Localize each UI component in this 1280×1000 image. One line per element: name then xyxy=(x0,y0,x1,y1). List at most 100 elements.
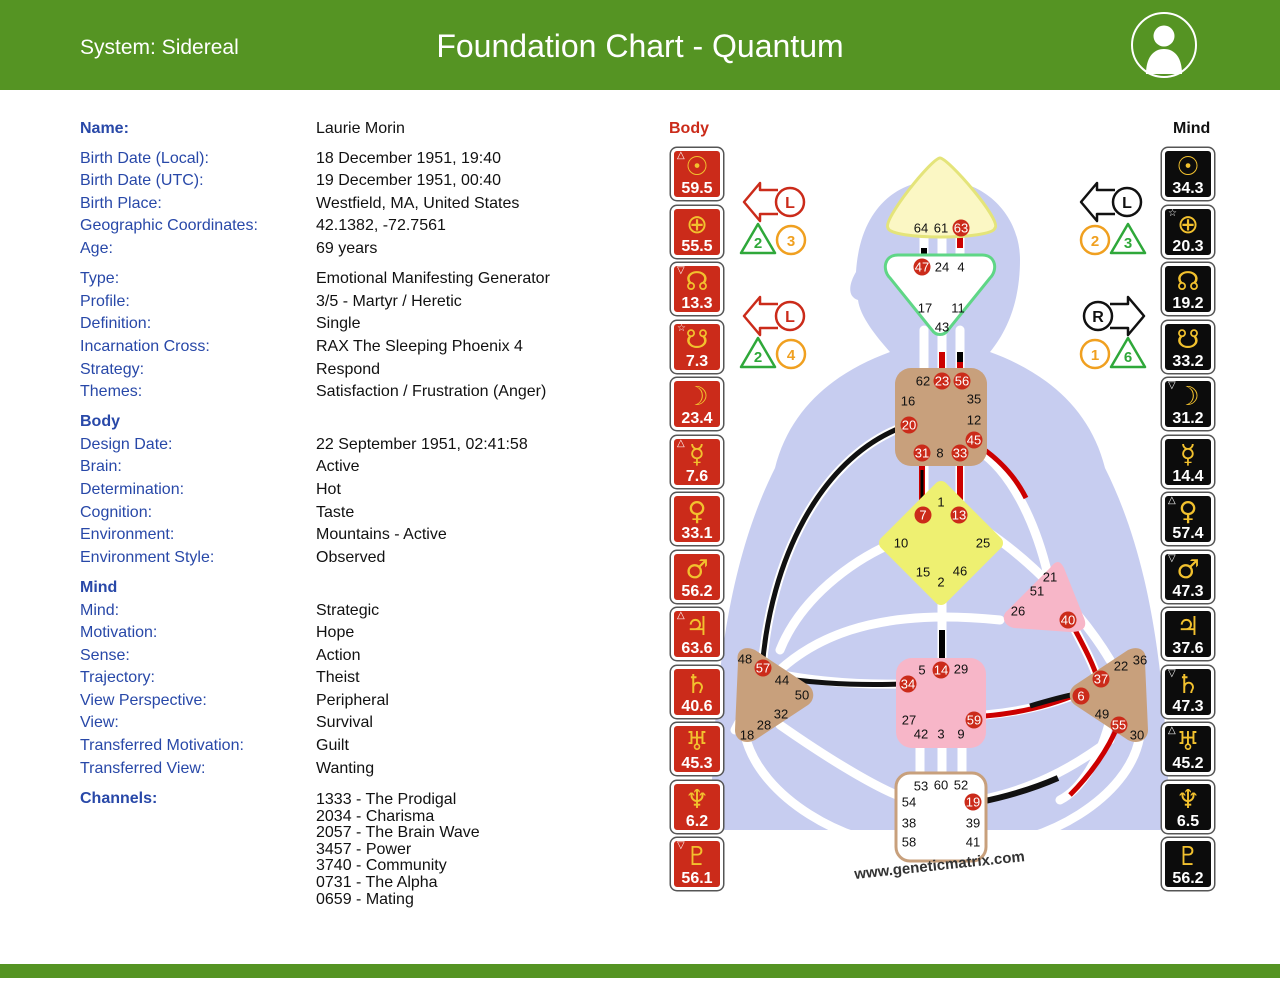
planet-box-uranus[interactable]: △♅45.2 xyxy=(1162,723,1214,775)
gate-label[interactable]: 34 xyxy=(901,677,915,692)
planet-box-saturn[interactable]: ▽♄47.3 xyxy=(1162,665,1214,718)
gate-label[interactable]: 5 xyxy=(918,663,925,678)
gate-label[interactable]: 23 xyxy=(935,374,949,389)
gate-label[interactable]: 42 xyxy=(914,727,928,742)
gate-label[interactable]: 16 xyxy=(901,394,915,409)
gate-label[interactable]: 25 xyxy=(976,536,990,551)
planet-box-south-node[interactable]: ☆☋7.3 xyxy=(671,320,723,373)
planet-box-north-node[interactable]: ▽☊13.3 xyxy=(671,263,723,315)
info-label: Profile: xyxy=(80,293,130,310)
gate-label[interactable]: 63 xyxy=(954,221,968,236)
gate-label[interactable]: 15 xyxy=(916,565,930,580)
planet-box-neptune[interactable]: ♆6.5 xyxy=(1162,780,1214,833)
gate-label[interactable]: 27 xyxy=(902,713,916,728)
channel-item: 2034 - Charisma xyxy=(316,807,435,825)
gate-label[interactable]: 3 xyxy=(937,727,944,742)
gate-label[interactable]: 1 xyxy=(937,495,944,510)
gate-label[interactable]: 35 xyxy=(967,392,981,407)
gate-label[interactable]: 9 xyxy=(957,727,964,742)
user-avatar-icon[interactable] xyxy=(1131,12,1197,78)
gate-label[interactable]: 39 xyxy=(966,816,980,831)
planet-box-mercury[interactable]: ☿14.4 xyxy=(1162,435,1214,488)
planet-box-mars[interactable]: ▽♂47.3 xyxy=(1162,550,1214,603)
gate-label[interactable]: 20 xyxy=(902,418,916,433)
gate-label[interactable]: 55 xyxy=(1112,718,1126,733)
gate-label[interactable]: 18 xyxy=(740,728,754,743)
planet-box-mars[interactable]: ♂56.2 xyxy=(671,550,723,603)
planet-box-mercury[interactable]: △☿7.6 xyxy=(671,435,723,488)
planet-box-pluto[interactable]: ♇56.2 xyxy=(1162,838,1214,890)
gate-label[interactable]: 28 xyxy=(757,718,771,733)
gate-label[interactable]: 40 xyxy=(1061,613,1075,628)
gate-label[interactable]: 52 xyxy=(954,778,968,793)
gate-label[interactable]: 19 xyxy=(966,795,980,810)
gate-label[interactable]: 26 xyxy=(1011,604,1025,619)
gate-label[interactable]: 49 xyxy=(1095,707,1109,722)
gate-label[interactable]: 56 xyxy=(955,374,969,389)
gate-label[interactable]: 6 xyxy=(1077,689,1084,704)
gate-label[interactable]: 43 xyxy=(935,320,949,335)
gate-label[interactable]: 47 xyxy=(915,260,929,275)
gate-label[interactable]: 29 xyxy=(954,662,968,677)
gate-label[interactable]: 32 xyxy=(774,707,788,722)
planet-box-jupiter[interactable]: △♃63.6 xyxy=(671,608,723,660)
gate-label[interactable]: 61 xyxy=(934,221,948,236)
planet-box-sun[interactable]: △☉59.5 xyxy=(671,148,723,200)
planet-box-saturn[interactable]: ♄40.6 xyxy=(671,665,723,718)
planet-box-moon[interactable]: ☽23.4 xyxy=(671,378,723,430)
planet-box-jupiter[interactable]: ♃37.6 xyxy=(1162,608,1214,660)
gate-label[interactable]: 53 xyxy=(914,779,928,794)
gate-label[interactable]: 38 xyxy=(902,816,916,831)
gate-label[interactable]: 22 xyxy=(1114,659,1128,674)
gate-label[interactable]: 50 xyxy=(795,688,809,703)
planet-marker: △ xyxy=(677,437,685,449)
gate-label[interactable]: 58 xyxy=(902,835,916,850)
gate-label[interactable]: 7 xyxy=(919,508,926,523)
gate-activation-marker xyxy=(952,219,970,237)
gate-label[interactable]: 44 xyxy=(775,673,789,688)
gate-label[interactable]: 46 xyxy=(953,564,967,579)
gate-label[interactable]: 24 xyxy=(935,260,949,275)
gate-label[interactable]: 21 xyxy=(1043,570,1057,585)
gate-label[interactable]: 57 xyxy=(756,661,770,676)
gate-label[interactable]: 51 xyxy=(1030,584,1044,599)
pluto-icon: ♇ xyxy=(685,842,709,872)
gate-label[interactable]: 8 xyxy=(936,446,943,461)
gate-label[interactable]: 11 xyxy=(951,301,965,316)
gate-label[interactable]: 37 xyxy=(1094,672,1108,687)
gate-label[interactable]: 31 xyxy=(915,446,929,461)
gate-label[interactable]: 62 xyxy=(916,374,930,389)
planet-box-north-node[interactable]: ☊19.2 xyxy=(1162,263,1214,315)
planet-box-south-node[interactable]: ☋33.2 xyxy=(1162,320,1214,373)
gate-label[interactable]: 60 xyxy=(934,778,948,793)
gate-label[interactable]: 54 xyxy=(902,795,916,810)
gate-label[interactable]: 64 xyxy=(914,221,928,236)
planet-box-earth[interactable]: ☆⊕20.3 xyxy=(1162,205,1214,258)
planet-box-pluto[interactable]: ▽♇56.1 xyxy=(671,838,723,890)
gate-label[interactable]: 17 xyxy=(918,301,932,316)
arrow-icon xyxy=(1079,181,1115,223)
gate-label[interactable]: 12 xyxy=(967,413,981,428)
gate-label[interactable]: 45 xyxy=(967,433,981,448)
gate-label[interactable]: 10 xyxy=(894,536,908,551)
info-row: Transferred View:Wanting xyxy=(80,760,640,782)
planet-value: 63.6 xyxy=(681,640,713,657)
planet-box-neptune[interactable]: ♆6.2 xyxy=(671,780,723,833)
planet-box-uranus[interactable]: ♅45.3 xyxy=(671,723,723,775)
gate-label[interactable]: 30 xyxy=(1130,728,1144,743)
planet-box-earth[interactable]: ⊕55.5 xyxy=(671,205,723,258)
gate-label[interactable]: 14 xyxy=(934,663,948,678)
planet-box-sun[interactable]: ☉34.3 xyxy=(1162,148,1214,200)
gate-label[interactable]: 59 xyxy=(967,713,981,728)
triangle-badge-number: 3 xyxy=(1124,235,1132,252)
planet-box-moon[interactable]: ▽☽31.2 xyxy=(1162,378,1214,430)
gate-label[interactable]: 13 xyxy=(952,508,966,523)
planet-box-venus[interactable]: ♀33.1 xyxy=(671,493,723,545)
gate-label[interactable]: 2 xyxy=(937,575,944,590)
gate-label[interactable]: 48 xyxy=(738,652,752,667)
gate-label[interactable]: 4 xyxy=(957,260,964,275)
gate-label[interactable]: 33 xyxy=(953,446,967,461)
planet-box-venus[interactable]: △♀57.4 xyxy=(1162,493,1214,545)
gate-label[interactable]: 41 xyxy=(966,835,980,850)
gate-label[interactable]: 36 xyxy=(1133,653,1147,668)
